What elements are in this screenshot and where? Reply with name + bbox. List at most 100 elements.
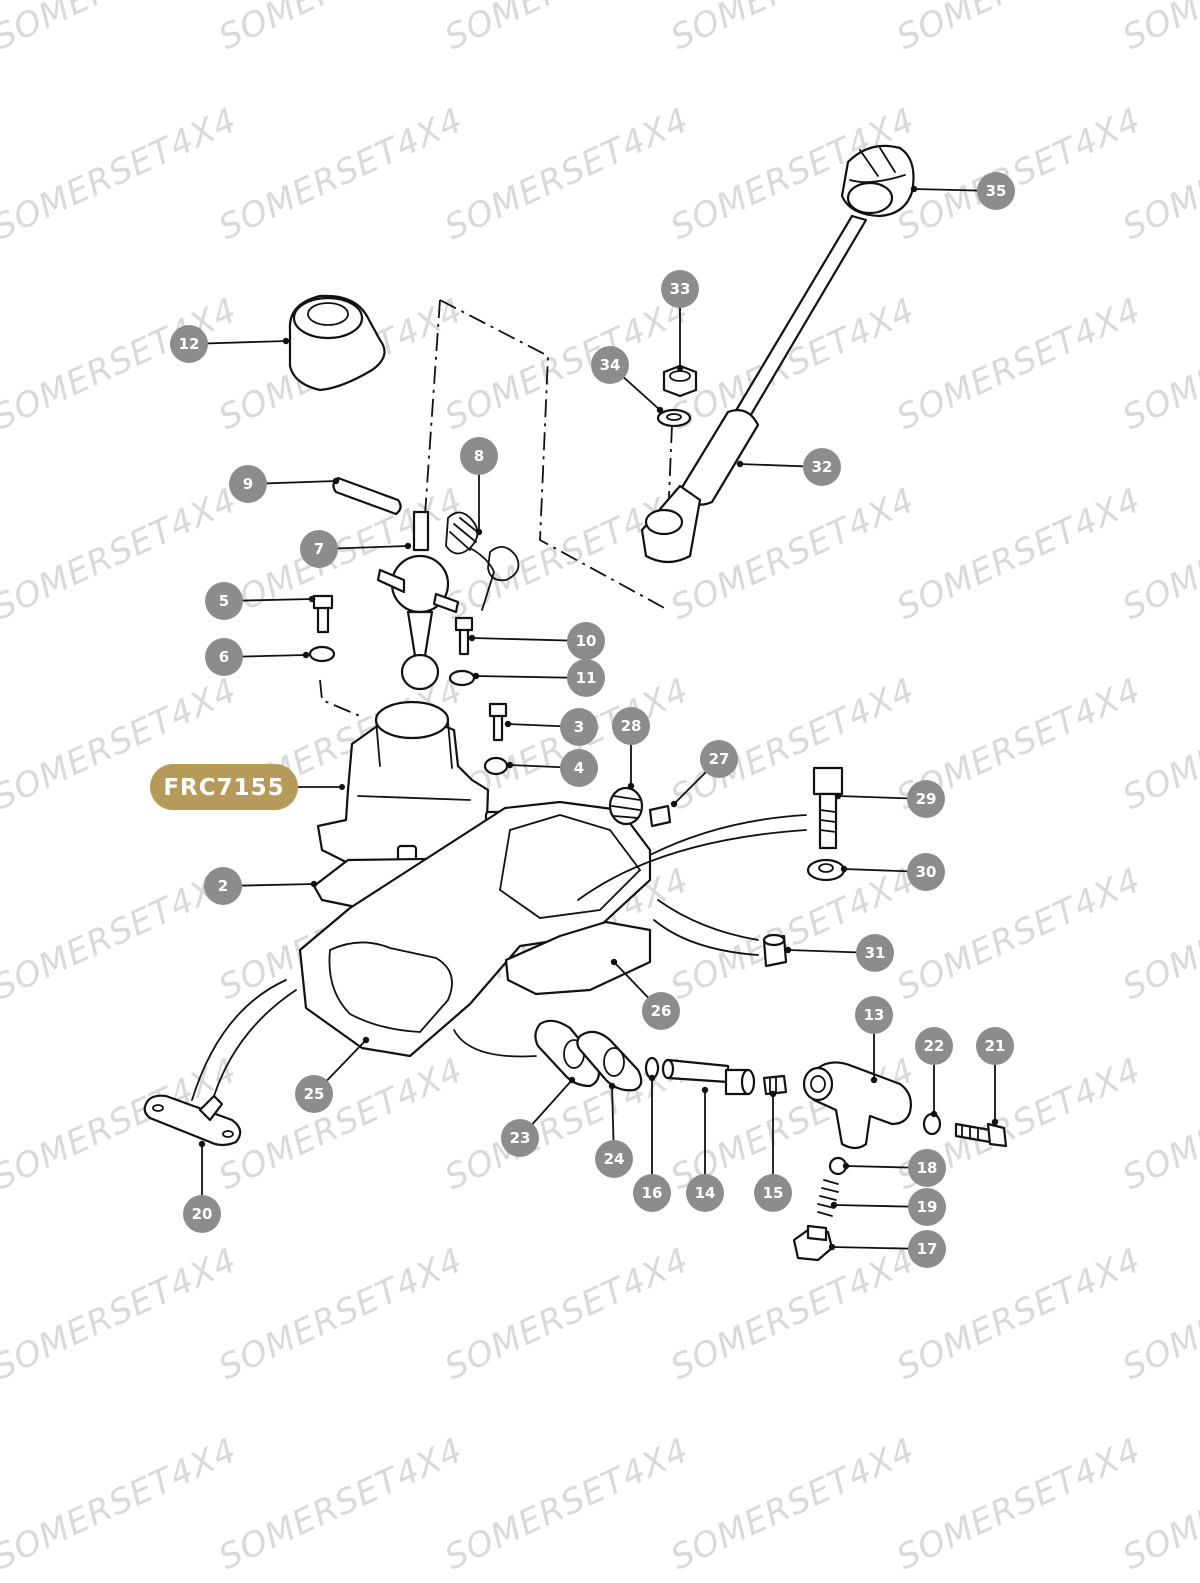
callout-number[interactable]: 35: [986, 182, 1007, 200]
callout-4[interactable]: 4: [506, 749, 598, 787]
callout-number[interactable]: 10: [576, 632, 597, 650]
callout-number[interactable]: 30: [916, 863, 937, 881]
callout-number[interactable]: 24: [604, 1150, 625, 1168]
callout-badge[interactable]: [612, 707, 650, 745]
callout-number[interactable]: 31: [865, 944, 886, 962]
callout-11[interactable]: 11: [472, 659, 605, 697]
callout-badge[interactable]: [976, 1027, 1014, 1065]
callout-badge[interactable]: [686, 1174, 724, 1212]
callout-badge[interactable]: [560, 708, 598, 746]
callout-18[interactable]: 18: [842, 1149, 946, 1187]
callout-number[interactable]: 17: [917, 1240, 938, 1258]
callout-number[interactable]: 20: [192, 1205, 213, 1223]
callout-23[interactable]: 23: [501, 1076, 576, 1157]
callout-badge[interactable]: [591, 346, 629, 384]
callout-number[interactable]: 3: [574, 718, 584, 736]
callout-badge[interactable]: [567, 659, 605, 697]
callout-29[interactable]: 29: [834, 780, 945, 818]
callout-10[interactable]: 10: [468, 622, 605, 660]
callout-number[interactable]: 29: [916, 790, 937, 808]
callout-badge[interactable]: [642, 992, 680, 1030]
callout-number[interactable]: 5: [219, 592, 229, 610]
callout-badge[interactable]: [205, 582, 243, 620]
callout-badge[interactable]: [700, 740, 738, 778]
callout-badge[interactable]: [907, 853, 945, 891]
callout-badge[interactable]: [501, 1119, 539, 1157]
callout-27[interactable]: 27: [670, 740, 738, 808]
callout-12[interactable]: 12: [170, 325, 290, 363]
callout-badge[interactable]: [183, 1195, 221, 1233]
highlight-pill[interactable]: [150, 764, 298, 810]
callout-number[interactable]: 18: [917, 1159, 938, 1177]
callout-badge[interactable]: [560, 749, 598, 787]
callout-number[interactable]: 34: [600, 356, 621, 374]
callout-badge[interactable]: [661, 270, 699, 308]
callout-badge[interactable]: [908, 1188, 946, 1226]
callout-15[interactable]: 15: [754, 1090, 792, 1212]
callout-14[interactable]: 14: [686, 1086, 724, 1212]
callout-31[interactable]: 31: [784, 934, 894, 972]
highlight-label[interactable]: FRC7155: [163, 775, 284, 801]
callout-21[interactable]: 21: [976, 1027, 1014, 1126]
callout-32[interactable]: 32: [736, 448, 841, 486]
callout-number[interactable]: 22: [924, 1037, 945, 1055]
callout-number[interactable]: 12: [179, 335, 200, 353]
callout-9[interactable]: 9: [229, 465, 340, 503]
callout-19[interactable]: 19: [830, 1188, 946, 1226]
callout-number[interactable]: 27: [709, 750, 730, 768]
callout-22[interactable]: 22: [915, 1027, 953, 1118]
callout-28[interactable]: 28: [612, 707, 650, 790]
callout-number[interactable]: 8: [474, 447, 484, 465]
callout-number[interactable]: 15: [763, 1184, 784, 1202]
callout-badge[interactable]: [460, 437, 498, 475]
highlight-callout[interactable]: FRC7155: [150, 764, 345, 810]
callout-34[interactable]: 34: [591, 346, 664, 414]
callout-badge[interactable]: [595, 1140, 633, 1178]
callout-number[interactable]: 26: [651, 1002, 672, 1020]
callout-number[interactable]: 33: [670, 280, 691, 298]
callout-badge[interactable]: [908, 1149, 946, 1187]
callout-badge[interactable]: [754, 1174, 792, 1212]
callout-number[interactable]: 7: [314, 540, 324, 558]
callout-number[interactable]: 21: [985, 1037, 1006, 1055]
callout-25[interactable]: 25: [295, 1036, 370, 1113]
callout-number[interactable]: 9: [243, 475, 253, 493]
callout-badge[interactable]: [295, 1075, 333, 1113]
callout-number[interactable]: 4: [574, 759, 584, 777]
callout-6[interactable]: 6: [205, 638, 310, 676]
callout-badge[interactable]: [300, 530, 338, 568]
callout-24[interactable]: 24: [595, 1082, 633, 1178]
callout-badge[interactable]: [567, 622, 605, 660]
callout-3[interactable]: 3: [504, 708, 598, 746]
callout-8[interactable]: 8: [460, 437, 498, 536]
callout-badge[interactable]: [229, 465, 267, 503]
callout-badge[interactable]: [915, 1027, 953, 1065]
callout-5[interactable]: 5: [205, 582, 316, 620]
callout-number[interactable]: 14: [695, 1184, 716, 1202]
callout-number[interactable]: 16: [642, 1184, 663, 1202]
callout-badge[interactable]: [803, 448, 841, 486]
callout-13[interactable]: 13: [855, 996, 893, 1084]
callout-17[interactable]: 17: [828, 1230, 946, 1268]
callout-badge[interactable]: [908, 1230, 946, 1268]
callout-badge[interactable]: [205, 638, 243, 676]
callout-badge[interactable]: [170, 325, 208, 363]
callout-number[interactable]: 13: [864, 1006, 885, 1024]
callout-33[interactable]: 33: [661, 270, 699, 372]
callout-number[interactable]: 32: [812, 458, 833, 476]
callout-number[interactable]: 28: [621, 717, 642, 735]
callout-badge[interactable]: [977, 172, 1015, 210]
callout-badge[interactable]: [855, 996, 893, 1034]
callout-number[interactable]: 23: [510, 1129, 531, 1147]
callout-badge[interactable]: [856, 934, 894, 972]
callout-30[interactable]: 30: [840, 853, 945, 891]
callout-26[interactable]: 26: [610, 958, 680, 1030]
callout-20[interactable]: 20: [183, 1140, 221, 1233]
callout-number[interactable]: 19: [917, 1198, 938, 1216]
callout-16[interactable]: 16: [633, 1074, 671, 1212]
callout-badge[interactable]: [633, 1174, 671, 1212]
callout-badge[interactable]: [204, 867, 242, 905]
callout-badge[interactable]: [907, 780, 945, 818]
callout-number[interactable]: 6: [219, 648, 229, 666]
callout-2[interactable]: 2: [204, 867, 318, 905]
